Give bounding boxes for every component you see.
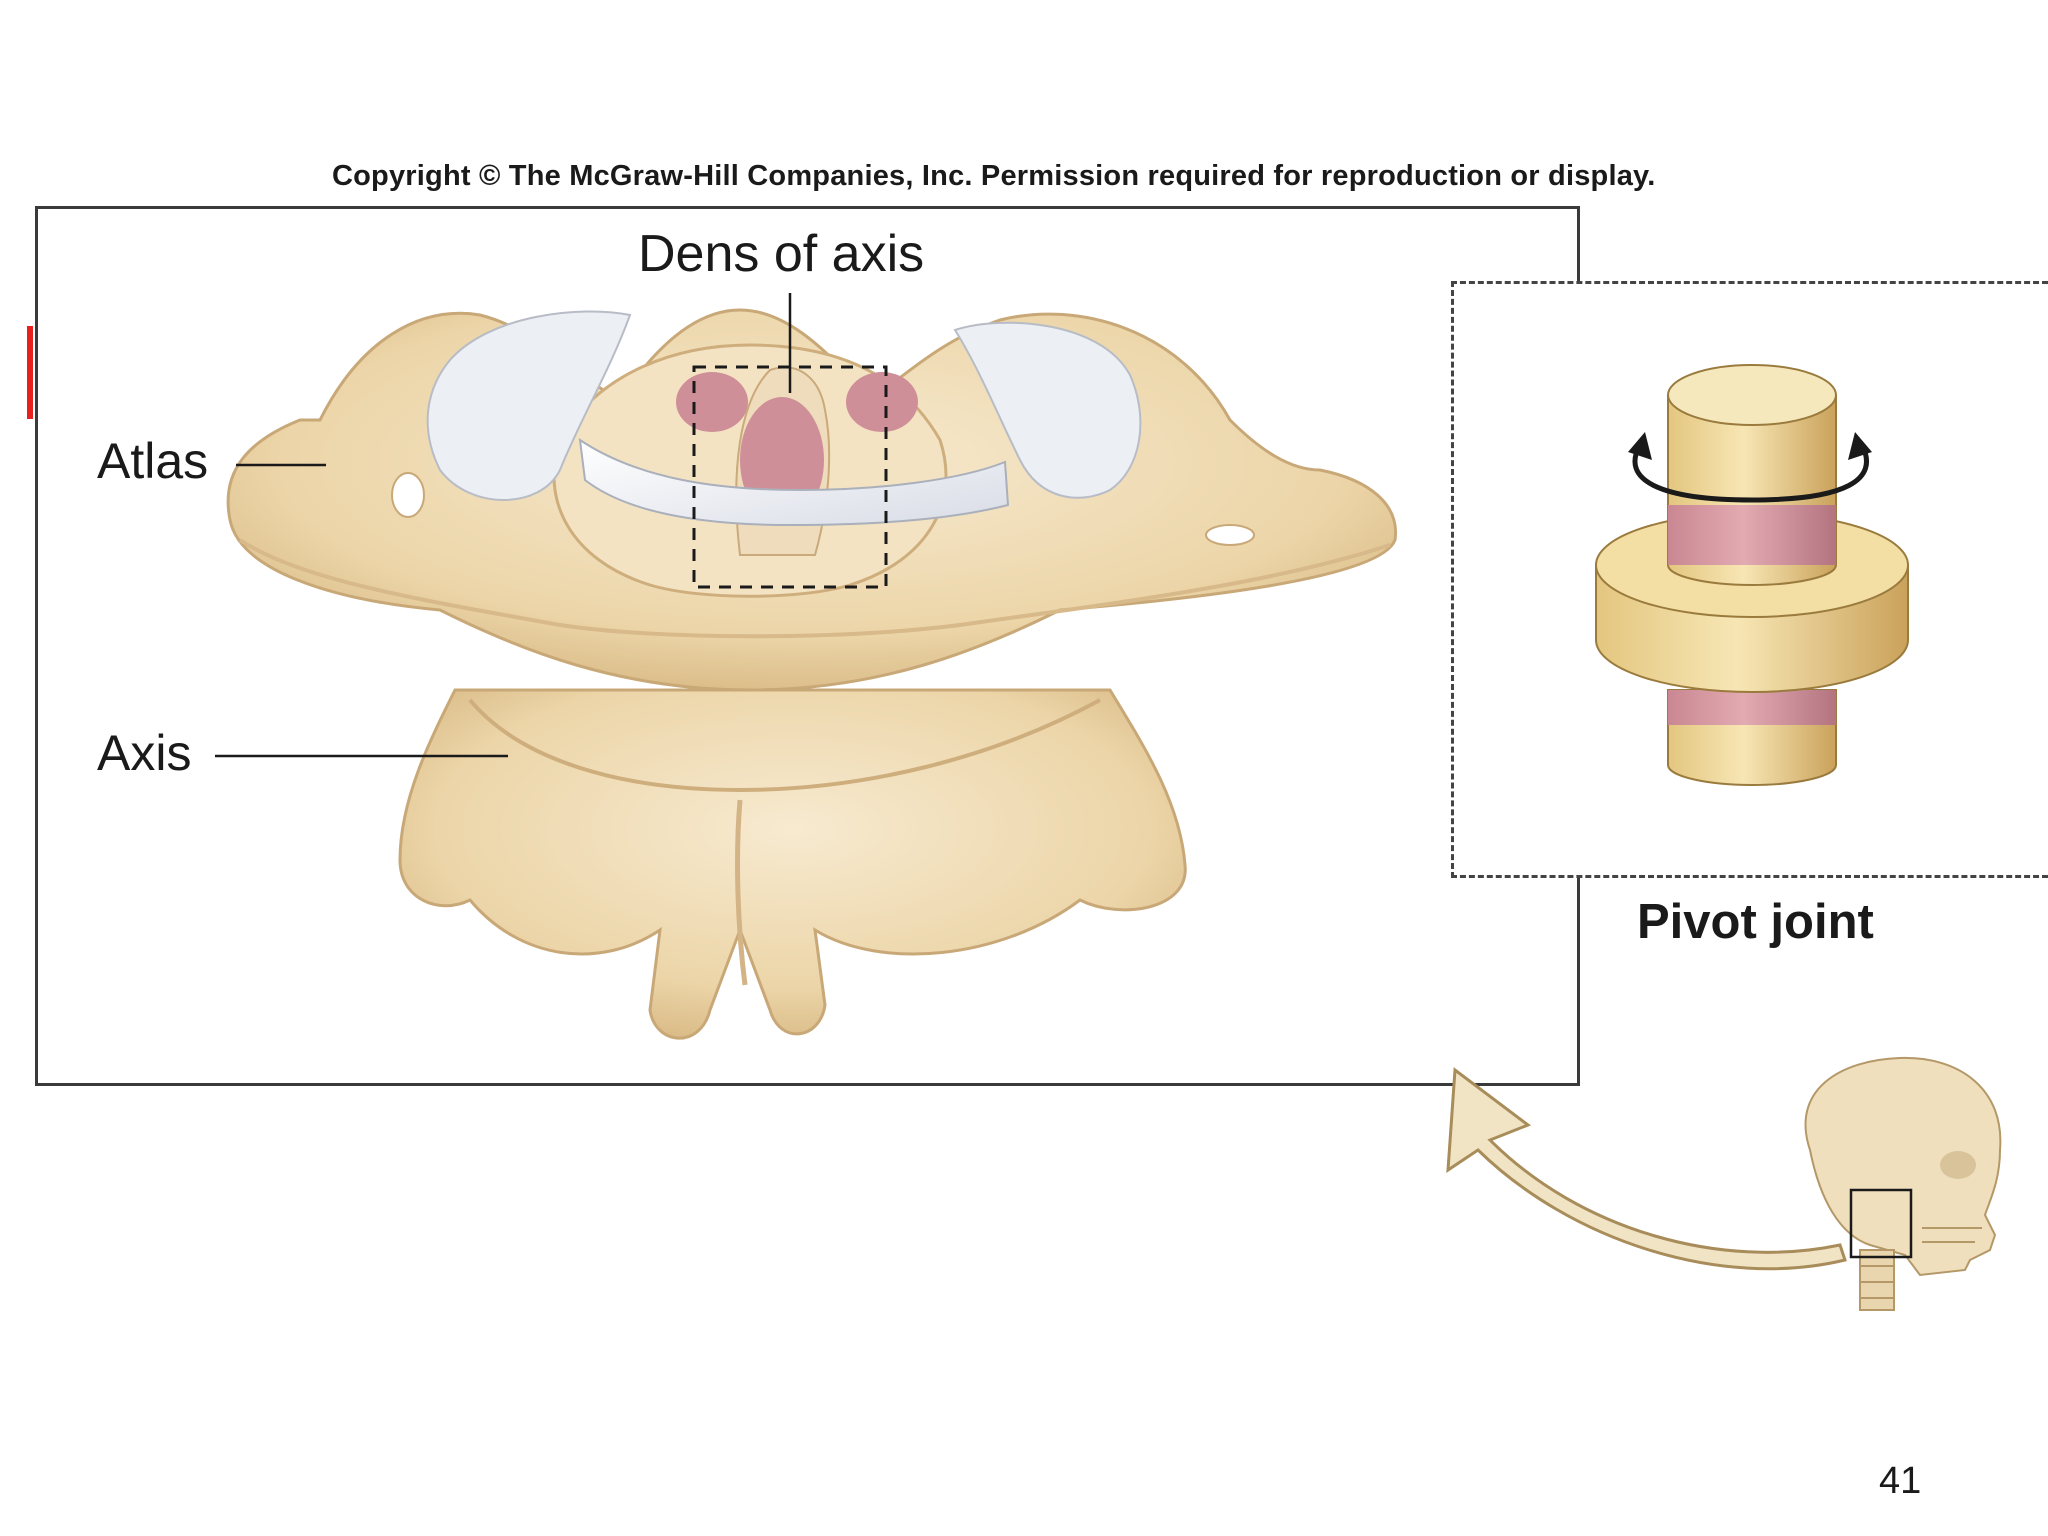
dens-label: Dens of axis [638,225,925,283]
skull-icon [1804,1056,2002,1311]
neck-focus-box [1849,1188,1913,1259]
copyright-notice: Copyright © The McGraw-Hill Companies, I… [332,160,1656,192]
curved-arrow-icon [1446,1067,1847,1271]
transverse-ligament [578,437,1010,527]
atlas-label: Atlas [97,433,209,489]
red-accent-bar [27,326,33,419]
page-number: 41 [1879,1460,1922,1502]
axis-label: Axis [97,725,192,781]
rotation-arrow-icon [1632,443,1869,503]
axis-vertebra [398,688,1187,1040]
pivot-joint-label: Pivot joint [1637,895,1874,949]
